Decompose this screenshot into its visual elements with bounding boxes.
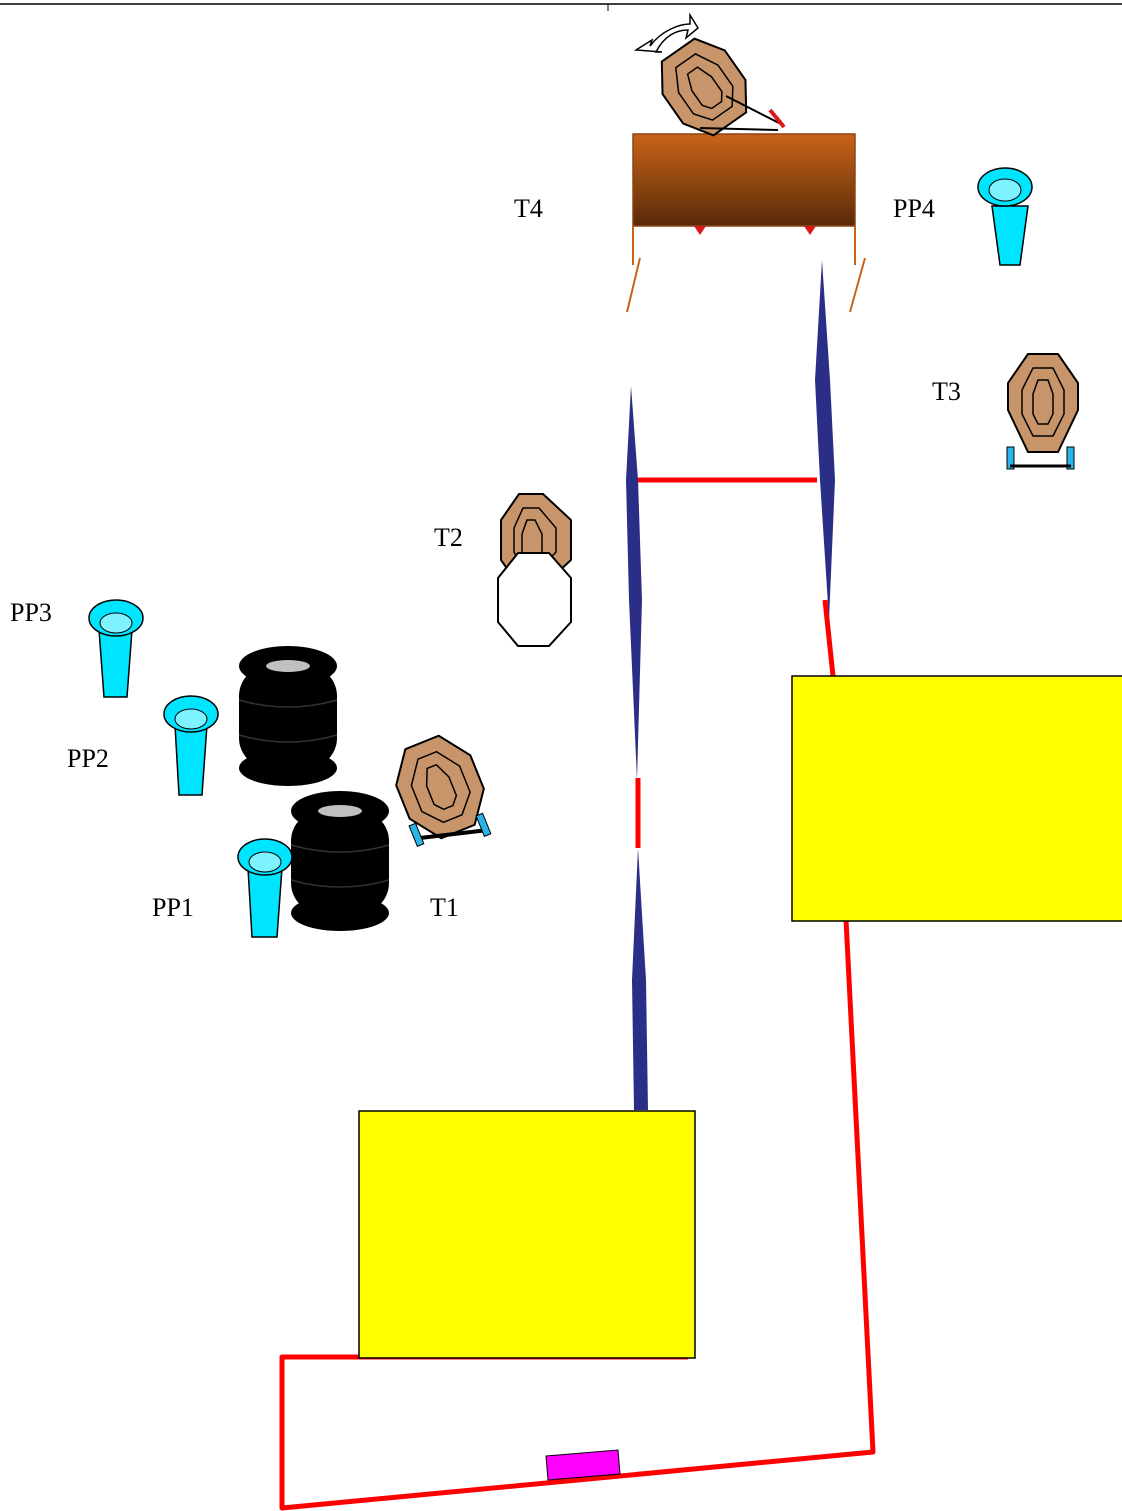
label-t4: T4 (514, 194, 543, 223)
target-t4 (660, 37, 786, 137)
barricade-block-bottom (358, 1110, 696, 1359)
start-position-icon (545, 1449, 621, 1481)
wall-left-lower (632, 848, 648, 1110)
fault-line-right (822, 599, 836, 677)
tire-stack-upper (238, 646, 338, 786)
target-t3 (1006, 353, 1079, 470)
label-pp3: PP3 (10, 598, 52, 627)
label-pp1: PP1 (152, 893, 194, 922)
rotate-arrow-icon (633, 12, 699, 53)
table-icon (626, 133, 866, 313)
barrel-pp1 (237, 838, 293, 938)
wall-left-upper (626, 386, 642, 780)
tire-stack-lower (290, 791, 390, 931)
target-t1 (395, 734, 492, 847)
walls (626, 260, 835, 1110)
label-pp2: PP2 (67, 744, 109, 773)
header-rule (0, 3, 1122, 11)
no-shoot-target-icon (497, 552, 572, 647)
label-t2: T2 (434, 523, 463, 552)
barricade-block-right (791, 675, 1122, 922)
barrel-pp3 (88, 599, 144, 698)
barrel-pp2 (163, 695, 219, 796)
label-t3: T3 (932, 377, 961, 406)
label-t1: T1 (430, 893, 459, 922)
barrel-pp4 (977, 167, 1033, 266)
label-pp4: PP4 (893, 194, 935, 223)
wall-right (815, 260, 835, 620)
